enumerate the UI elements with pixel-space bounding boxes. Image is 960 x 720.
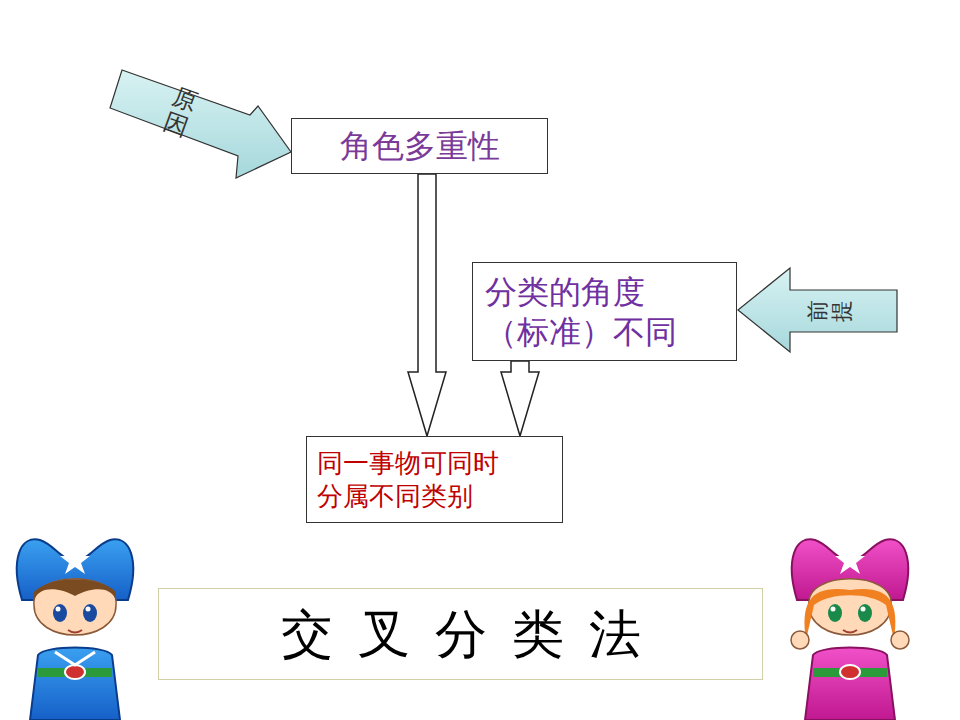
box-text: 交 叉 分 类 法 <box>281 602 641 667</box>
hollow-arrow <box>501 361 539 436</box>
box-text: 分类的角度（标准）不同 <box>485 272 685 352</box>
box-text: 角色多重性 <box>340 126 500 166</box>
premise-arrow: 前提 <box>736 266 898 354</box>
cause-arrow: 原因 <box>108 66 296 182</box>
block-arrow-outline <box>738 268 897 352</box>
title-box: 交 叉 分 类 法 <box>158 588 763 680</box>
block-arrow-outline <box>110 70 291 178</box>
boy-wizard <box>17 539 133 720</box>
hollow-arrow <box>408 174 446 436</box>
concept-box: 角色多重性 <box>291 118 548 174</box>
box-text: 同一事物可同时分属不同类别 <box>317 447 507 512</box>
result-box: 同一事物可同时分属不同类别 <box>306 436 563 523</box>
block-arrow-shape <box>108 66 296 182</box>
premise-box: 分类的角度（标准）不同 <box>472 262 737 361</box>
girl-wizard <box>791 539 909 720</box>
arrow-label: 前提 <box>806 300 854 322</box>
